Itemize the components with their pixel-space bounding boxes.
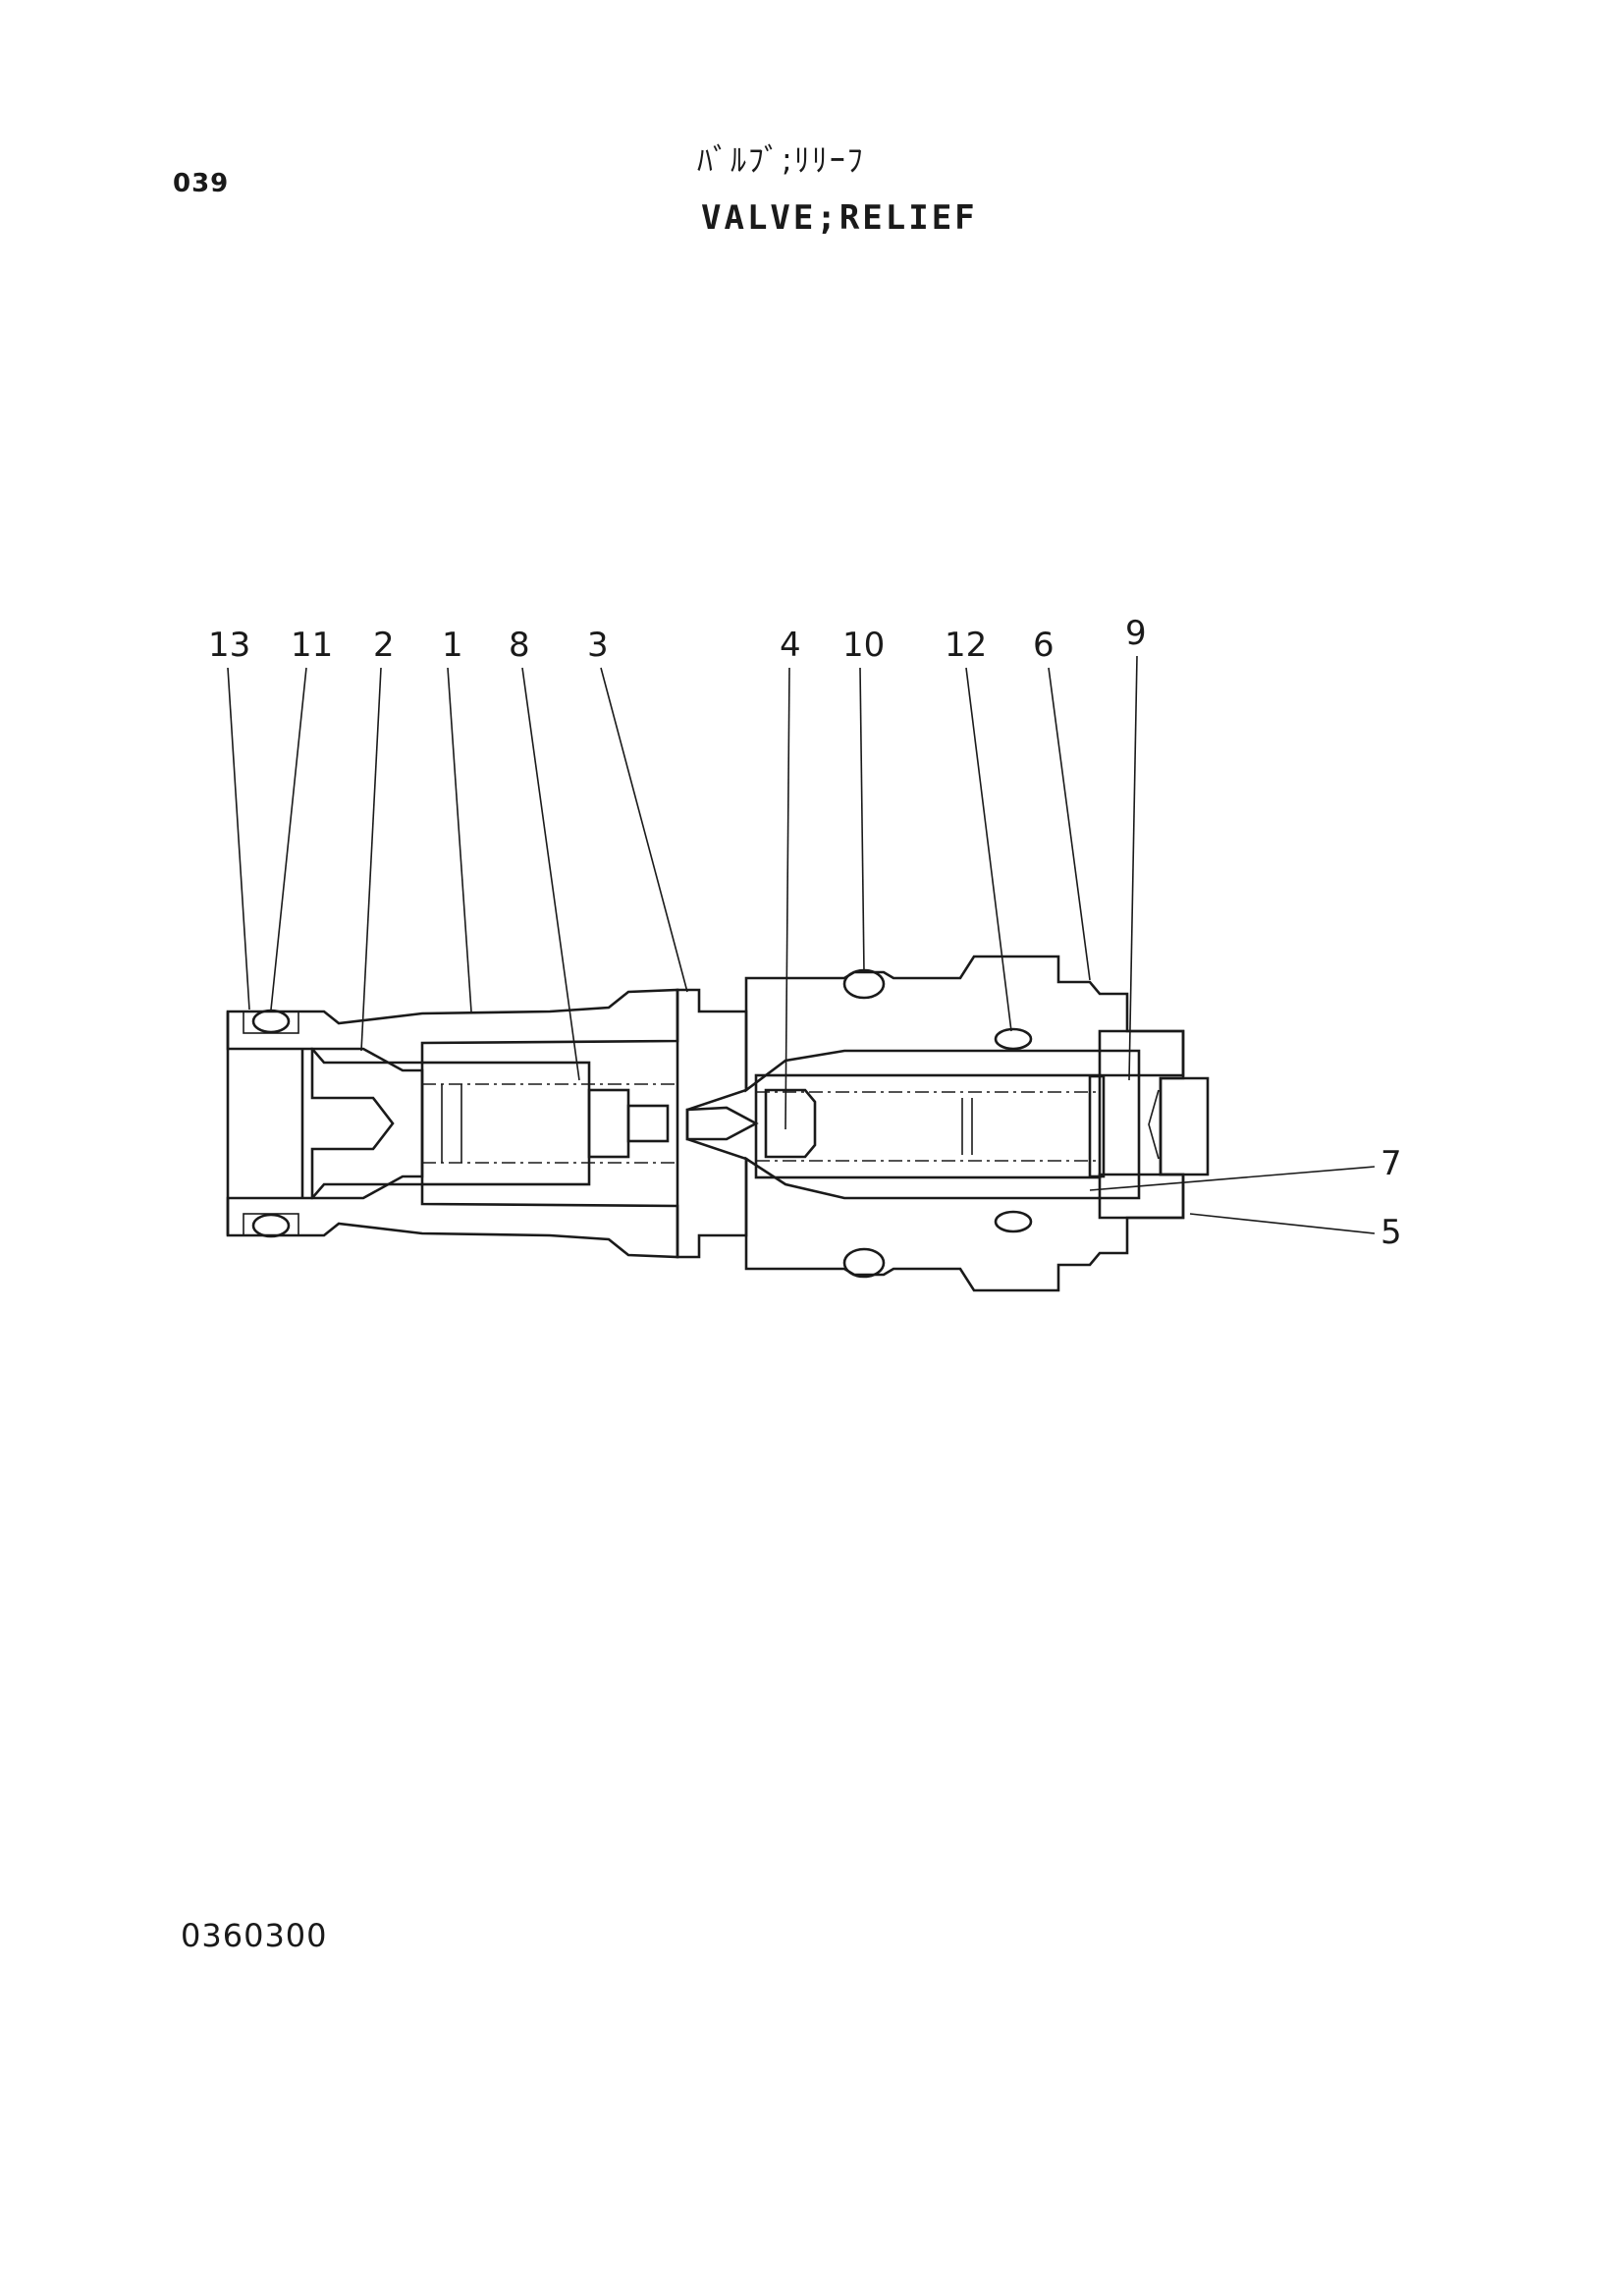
callout-5: 5 [1380, 1213, 1402, 1252]
body-part-1 [226, 988, 679, 1259]
callout-8: 8 [509, 626, 530, 665]
callout-13: 13 [208, 626, 250, 665]
callout-3: 3 [587, 626, 609, 665]
adjuster-part-5 [1098, 1029, 1210, 1220]
callout-1: 1 [442, 626, 463, 665]
title-japanese: ﾊﾞﾙﾌﾞ;ﾘﾘｰﾌ [697, 141, 865, 179]
callout-12: 12 [945, 626, 987, 665]
callout-labels: 13 11 2 1 8 3 4 10 12 6 9 7 5 [208, 614, 1402, 1252]
callout-2: 2 [373, 626, 395, 665]
page-number: 039 [173, 169, 230, 198]
callout-4: 4 [780, 626, 801, 665]
callout-9: 9 [1125, 614, 1147, 653]
leader-lines [227, 655, 1376, 1234]
sleeve-part-8 [420, 1061, 677, 1186]
title-english: VALVE;RELIEF [701, 198, 978, 238]
housing-part-6 [744, 955, 1185, 1292]
drawing-number: 0360300 [181, 1917, 328, 1954]
callout-11: 11 [291, 626, 333, 665]
callout-7: 7 [1380, 1144, 1402, 1183]
callout-10: 10 [842, 626, 885, 665]
poppet-part-4 [754, 1073, 1106, 1179]
callout-6: 6 [1033, 626, 1055, 665]
o-rings [243, 968, 1033, 1279]
piston-part-2 [310, 1047, 424, 1200]
seat-part-3 [676, 988, 759, 1259]
